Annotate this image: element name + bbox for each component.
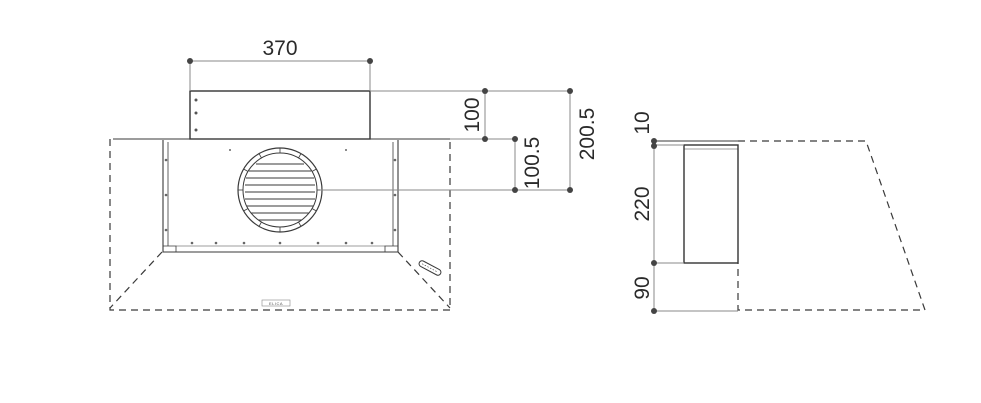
side-canopy-dashed	[737, 140, 926, 311]
motor-box	[189, 90, 371, 140]
inner-base-step-right	[384, 245, 398, 252]
brand-mark: ELICA	[269, 301, 283, 306]
body-fixing-points	[164, 149, 397, 245]
canopy-taper-right	[397, 251, 451, 309]
front-view	[109, 90, 451, 311]
control-slot	[418, 260, 442, 276]
side-body	[683, 144, 739, 264]
dim-label-side-middle: 220	[631, 186, 654, 221]
side-view	[654, 140, 926, 311]
motor-box-screws	[194, 98, 198, 132]
dim-label-side-bottom: 90	[631, 276, 654, 299]
side-dimensions	[653, 141, 738, 312]
front-dimension-dots	[187, 58, 573, 193]
dim-label-motor-height: 100	[461, 97, 484, 132]
inner-body	[162, 140, 399, 253]
inner-base-step-left	[163, 245, 177, 252]
dim-label-side-top: 10	[631, 111, 654, 134]
canopy-outline-dashed	[109, 139, 451, 311]
round-outlet-grille	[237, 147, 323, 233]
side-dimension-dots	[651, 138, 657, 314]
dim-label-width: 370	[262, 37, 297, 60]
canopy-taper-left	[109, 251, 163, 309]
brand-plate	[261, 299, 291, 307]
dim-label-total-height: 200.5	[576, 108, 599, 161]
front-dimensions	[189, 60, 571, 191]
dim-label-outlet-height: 100.5	[521, 137, 544, 190]
